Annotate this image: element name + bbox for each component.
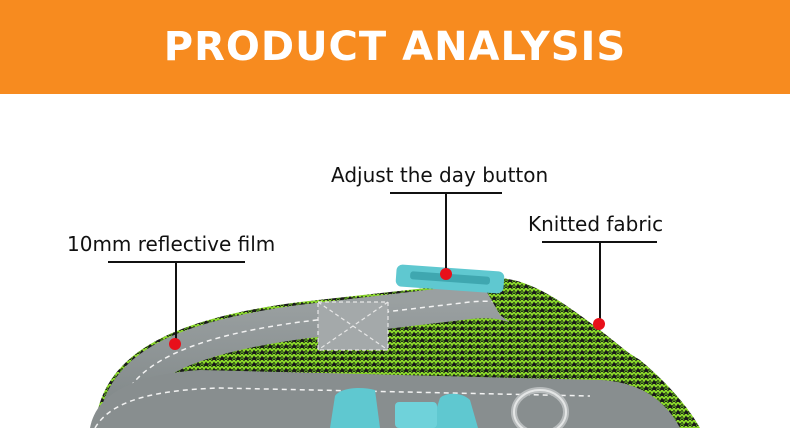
header-banner: PRODUCT ANALYSIS [0, 0, 790, 94]
banner-title: PRODUCT ANALYSIS [163, 24, 627, 70]
